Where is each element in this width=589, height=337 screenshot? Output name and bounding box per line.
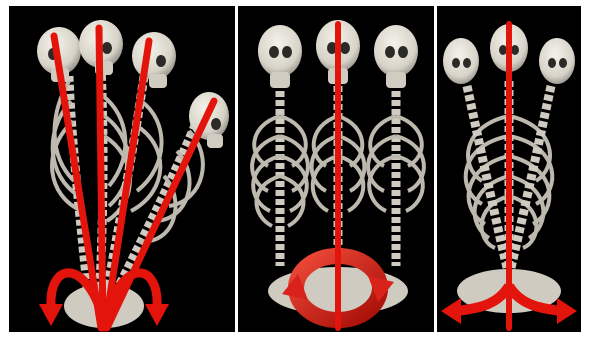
skeleton-left bbox=[252, 25, 308, 266]
lateral-arrow-head-right bbox=[557, 298, 577, 324]
flexion-extension-panel bbox=[9, 6, 235, 332]
flexion-arrow-head-right bbox=[145, 304, 169, 326]
flexion-extension-illustration bbox=[9, 6, 235, 332]
skull-3 bbox=[132, 32, 176, 88]
lateral-bending-panel bbox=[437, 6, 581, 332]
axial-rotation-illustration bbox=[238, 6, 434, 332]
axial-rotation-panel bbox=[238, 6, 434, 332]
lateral-bending-illustration bbox=[437, 6, 581, 332]
lateral-arrow-head-left bbox=[441, 298, 461, 324]
skeleton-right bbox=[368, 25, 424, 266]
skull-left bbox=[443, 38, 479, 84]
skull-right bbox=[539, 38, 575, 84]
flexion-arrow-head-left bbox=[39, 304, 63, 326]
